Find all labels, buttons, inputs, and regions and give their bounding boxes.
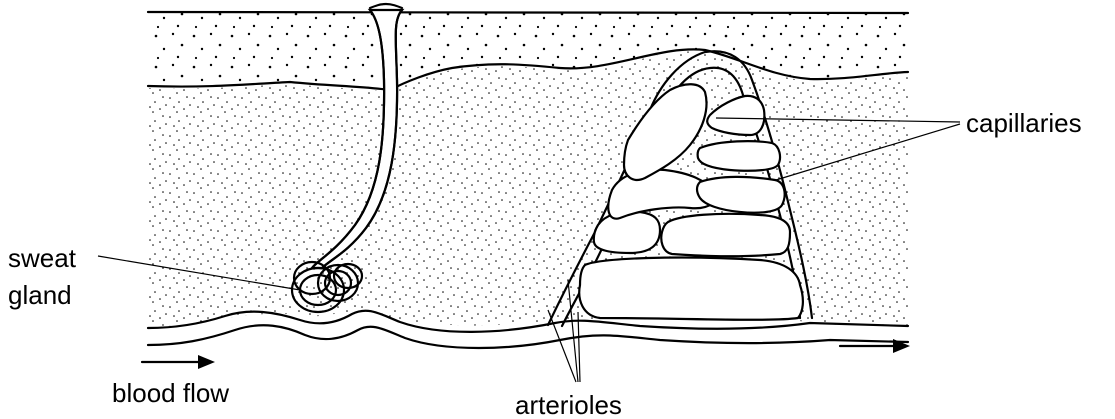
label-sweat-line2: gland — [8, 280, 72, 310]
flow-arrow-left — [142, 355, 215, 369]
label-blood-flow: blood flow — [112, 378, 229, 408]
label-arterioles: arterioles — [515, 390, 622, 419]
label-sweat-line1: sweat — [8, 243, 77, 273]
label-capillaries: capillaries — [966, 108, 1082, 138]
